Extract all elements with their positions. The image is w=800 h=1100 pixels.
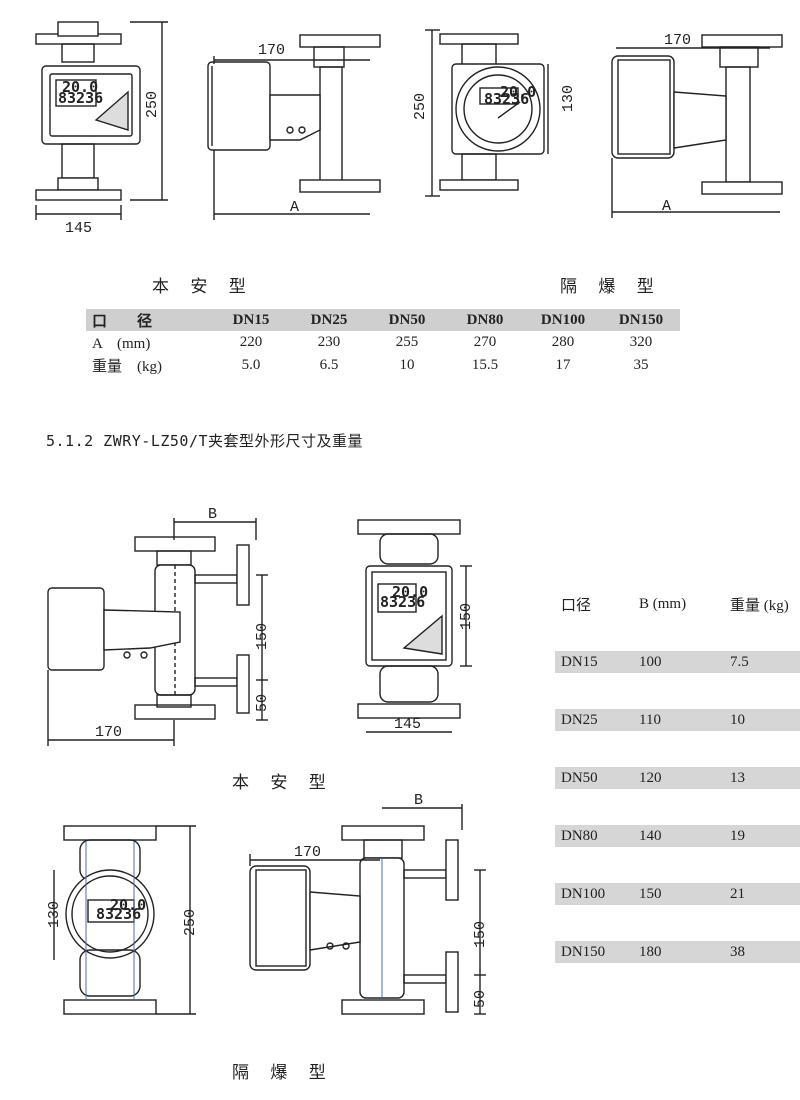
dim-b-bottom: B: [414, 792, 423, 809]
dim-170-bottom: 170: [294, 844, 321, 861]
dimension-labels: 145 250 170 A 250 130 170 A B 150 50 170…: [46, 32, 691, 1008]
dim-150-mid-b: 150: [458, 603, 475, 630]
drawing-jacket-explosion-side: [249, 825, 459, 1015]
dim-a-top-a: A: [290, 199, 299, 216]
table1-cell: 255: [395, 334, 419, 350]
reading-line1-d: 20.0: [110, 896, 146, 914]
table-row: 重量 (kg) 5.0 6.5 10 15.5 17 35: [86, 354, 680, 377]
jacket-dimension-table: 口径 B (mm) 重量 (kg) DN15 100 7.5 DN25 110 …: [555, 593, 800, 963]
table2-cell: 19: [724, 825, 800, 847]
table2-cell: 120: [631, 767, 724, 789]
table-row: DN100 150 21: [555, 883, 800, 905]
table-row: DN150 180 38: [555, 941, 800, 963]
table2-header-cell: B (mm): [631, 593, 724, 615]
table1-cell: 17: [555, 357, 571, 373]
dim-170-top-b: 170: [664, 32, 691, 49]
table2-cell: 180: [631, 941, 724, 963]
table2-cell: 7.5: [724, 651, 800, 673]
table-row: DN50 120 13: [555, 767, 800, 789]
dim-130-bottom: 130: [46, 901, 63, 928]
table1-header-cell: DN100: [524, 309, 602, 331]
table2-header-cell: 重量 (kg): [724, 593, 800, 615]
table1-header-cell: DN25: [290, 309, 368, 331]
reading-line1-b: 20.0: [500, 83, 536, 101]
reading-line2-b: 83236: [484, 90, 529, 108]
drawing-intrinsic-side: [207, 34, 381, 193]
table2-cell: 140: [631, 825, 724, 847]
section-title: 5.1.2 ZWRY-LZ50/T夹套型外形尺寸及重量: [46, 432, 364, 450]
reading-line1-a: 20.0: [62, 78, 98, 96]
table2-cell: DN150: [555, 941, 631, 963]
dim-b-mid: B: [208, 506, 217, 523]
display-readings: 20.0 83236 20.0 83236 20.0 83236 20.0 83…: [58, 78, 536, 923]
dim-250-top-b: 250: [412, 93, 429, 120]
table2-cell: 100: [631, 651, 724, 673]
drawing-jacket-intrinsic-side: [47, 536, 250, 720]
label-intrinsic-safe-top: 本 安 型: [152, 277, 254, 297]
table-row: DN25 110 10: [555, 709, 800, 731]
table2-cell: 13: [724, 767, 800, 789]
table2-cell: 38: [724, 941, 800, 963]
dim-145-mid: 145: [394, 716, 421, 733]
table1-header-cell: DN50: [368, 309, 446, 331]
dim-170-mid: 170: [95, 724, 122, 741]
drawing-jacket-intrinsic-front: [357, 519, 461, 719]
dim-145-top: 145: [65, 220, 92, 237]
reading-line2-a: 83236: [58, 89, 103, 107]
table1-cell: 15.5: [471, 357, 499, 373]
table2-cell: 21: [724, 883, 800, 905]
table-row: A (mm) 220 230 255 270 280 320: [86, 331, 680, 354]
table1-header-row: 口 径 DN15 DN25 DN50 DN80 DN100 DN150: [86, 309, 680, 331]
drawing-explosion-side: [611, 34, 783, 195]
table-row: DN15 100 7.5: [555, 651, 800, 673]
table1-cell: 重量 (kg): [92, 359, 162, 375]
drawing-intrinsic-front: [35, 21, 141, 201]
table1-cell: 6.5: [319, 357, 339, 373]
table2-cell: DN15: [555, 651, 631, 673]
table2-cell: DN25: [555, 709, 631, 731]
table2-header-row: 口径 B (mm) 重量 (kg): [555, 593, 800, 615]
table1-header-cell: DN15: [212, 309, 290, 331]
dim-50-mid: 50: [254, 694, 271, 712]
table2-cell: DN50: [555, 767, 631, 789]
reading-line1-c: 20.0: [392, 583, 428, 601]
table1-cell: 320: [629, 334, 653, 350]
table1-cell: 10: [399, 357, 415, 373]
reading-line2-d: 83236: [96, 905, 141, 923]
drawing-jacket-explosion-front: [63, 825, 157, 1015]
drawing-explosion-front: [439, 33, 545, 191]
table1-cell: 5.0: [241, 357, 261, 373]
label-intrinsic-safe-mid: 本 安 型: [232, 773, 334, 793]
table2-cell: DN100: [555, 883, 631, 905]
table1-cell: 280: [551, 334, 575, 350]
table2-cell: 150: [631, 883, 724, 905]
table1-cell: A (mm): [92, 336, 151, 352]
table-row: DN80 140 19: [555, 825, 800, 847]
label-explosion-proof-top: 隔 爆 型: [560, 277, 662, 297]
dim-150-mid-a: 150: [254, 623, 271, 650]
table1-cell: 270: [473, 334, 497, 350]
table1-cell: 230: [317, 334, 341, 350]
table1-cell: 220: [239, 334, 263, 350]
table2-header-cell: 口径: [555, 593, 631, 615]
dim-250-top-a: 250: [144, 91, 161, 118]
table2-cell: 110: [631, 709, 724, 731]
label-explosion-proof-bottom: 隔 爆 型: [232, 1063, 334, 1083]
dim-150-bottom: 150: [472, 921, 489, 948]
dim-170-top-a: 170: [258, 42, 285, 59]
reading-line2-c: 83236: [380, 593, 425, 611]
dimension-weight-table: 口 径 DN15 DN25 DN50 DN80 DN100 DN150 A (m…: [86, 309, 680, 377]
table1-header-cell: DN150: [602, 309, 680, 331]
dim-130-top: 130: [560, 85, 577, 112]
table2-cell: 10: [724, 709, 800, 731]
table1-header-cell: 口 径: [86, 309, 212, 331]
dim-250-bottom: 250: [182, 909, 199, 936]
dim-a-top-b: A: [662, 198, 671, 215]
table2-cell: DN80: [555, 825, 631, 847]
table1-header-cell: DN80: [446, 309, 524, 331]
dim-50-bottom: 50: [472, 990, 489, 1008]
table1-cell: 35: [633, 357, 649, 373]
